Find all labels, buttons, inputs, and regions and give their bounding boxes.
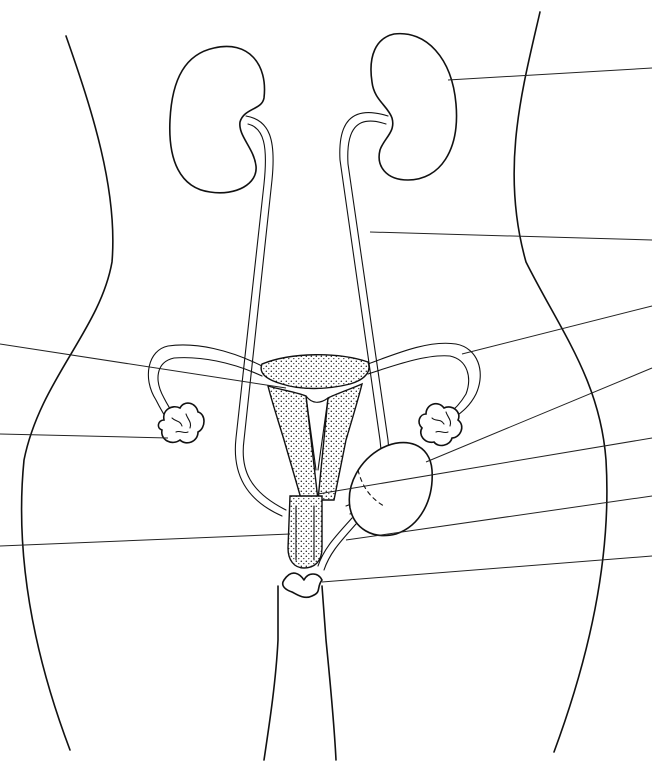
external-opening xyxy=(283,573,322,597)
right-fallopian-tube-top xyxy=(368,343,480,418)
urethra xyxy=(318,518,356,570)
leader-right-1 xyxy=(448,68,652,80)
leader-right-3 xyxy=(462,306,652,354)
body-outline-left xyxy=(22,36,113,750)
leader-right-4 xyxy=(426,368,652,462)
right-kidney xyxy=(371,34,457,180)
body-outline-right xyxy=(514,12,607,752)
leader-right-2 xyxy=(370,232,652,240)
left-kidney xyxy=(170,46,265,192)
leader-left-2 xyxy=(0,434,168,438)
left-ovary xyxy=(158,403,204,443)
bladder xyxy=(349,443,432,536)
inner-thigh-right xyxy=(322,586,336,760)
right-ureter-outer xyxy=(340,113,388,506)
leader-left-3 xyxy=(0,534,290,546)
right-ovary xyxy=(419,404,462,446)
uterus-left-wall xyxy=(268,386,318,502)
inner-thigh-left xyxy=(264,586,278,760)
leader-left-1 xyxy=(0,344,286,388)
uterus-fundus xyxy=(261,355,369,389)
cervix xyxy=(288,496,322,568)
leader-right-7 xyxy=(322,556,652,582)
